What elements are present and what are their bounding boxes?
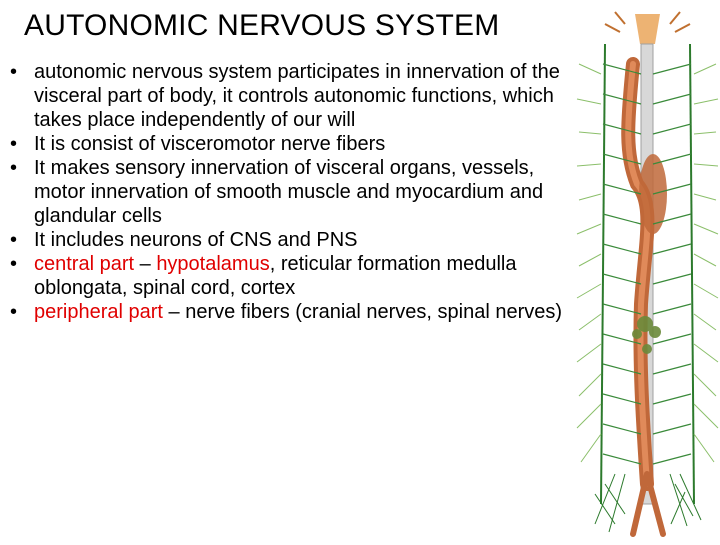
bullet-item: • central part – hypotalamus, reticular … xyxy=(10,252,570,300)
bullet-text: It makes sensory innervation of visceral… xyxy=(34,157,544,227)
bullet-item: • autonomic nervous system participates … xyxy=(10,60,570,132)
bullet-text: , reticular formation medulla oblongata,… xyxy=(34,253,517,299)
bullet-text: It is consist of visceromotor nerve fibe… xyxy=(34,133,386,155)
bullet-item: • It makes sensory innervation of viscer… xyxy=(10,156,570,228)
bullet-dot: • xyxy=(10,253,18,275)
bullet-dot: • xyxy=(10,157,18,179)
bullet-dot: • xyxy=(10,133,18,155)
slide-title: AUTONOMIC NERVOUS SYSTEM xyxy=(24,9,500,42)
bullet-dot: • xyxy=(10,61,18,83)
highlight-hypotalamus: hypotalamus xyxy=(156,253,270,275)
nervous-system-illustration xyxy=(575,4,720,540)
highlight-central-part: central part xyxy=(34,253,135,275)
bullet-dot: • xyxy=(10,229,18,251)
bullet-text: – nerve fibers (cranial nerves, spinal n… xyxy=(162,301,563,323)
bullet-text: It includes neurons of CNS and PNS xyxy=(34,229,358,251)
bullet-item: • It is consist of visceromotor nerve fi… xyxy=(10,132,570,156)
bullet-dash: – xyxy=(134,253,157,275)
bullet-list: • autonomic nervous system participates … xyxy=(10,60,570,324)
bullet-item: • It includes neurons of CNS and PNS xyxy=(10,228,570,252)
bullet-item: • peripheral part – nerve fibers (crania… xyxy=(10,300,570,324)
bullet-dot: • xyxy=(10,301,18,323)
nervous-system-figure xyxy=(575,4,720,540)
highlight-peripheral-part: peripheral part xyxy=(34,301,163,323)
bullet-text: autonomic nervous system participates in… xyxy=(34,61,560,131)
